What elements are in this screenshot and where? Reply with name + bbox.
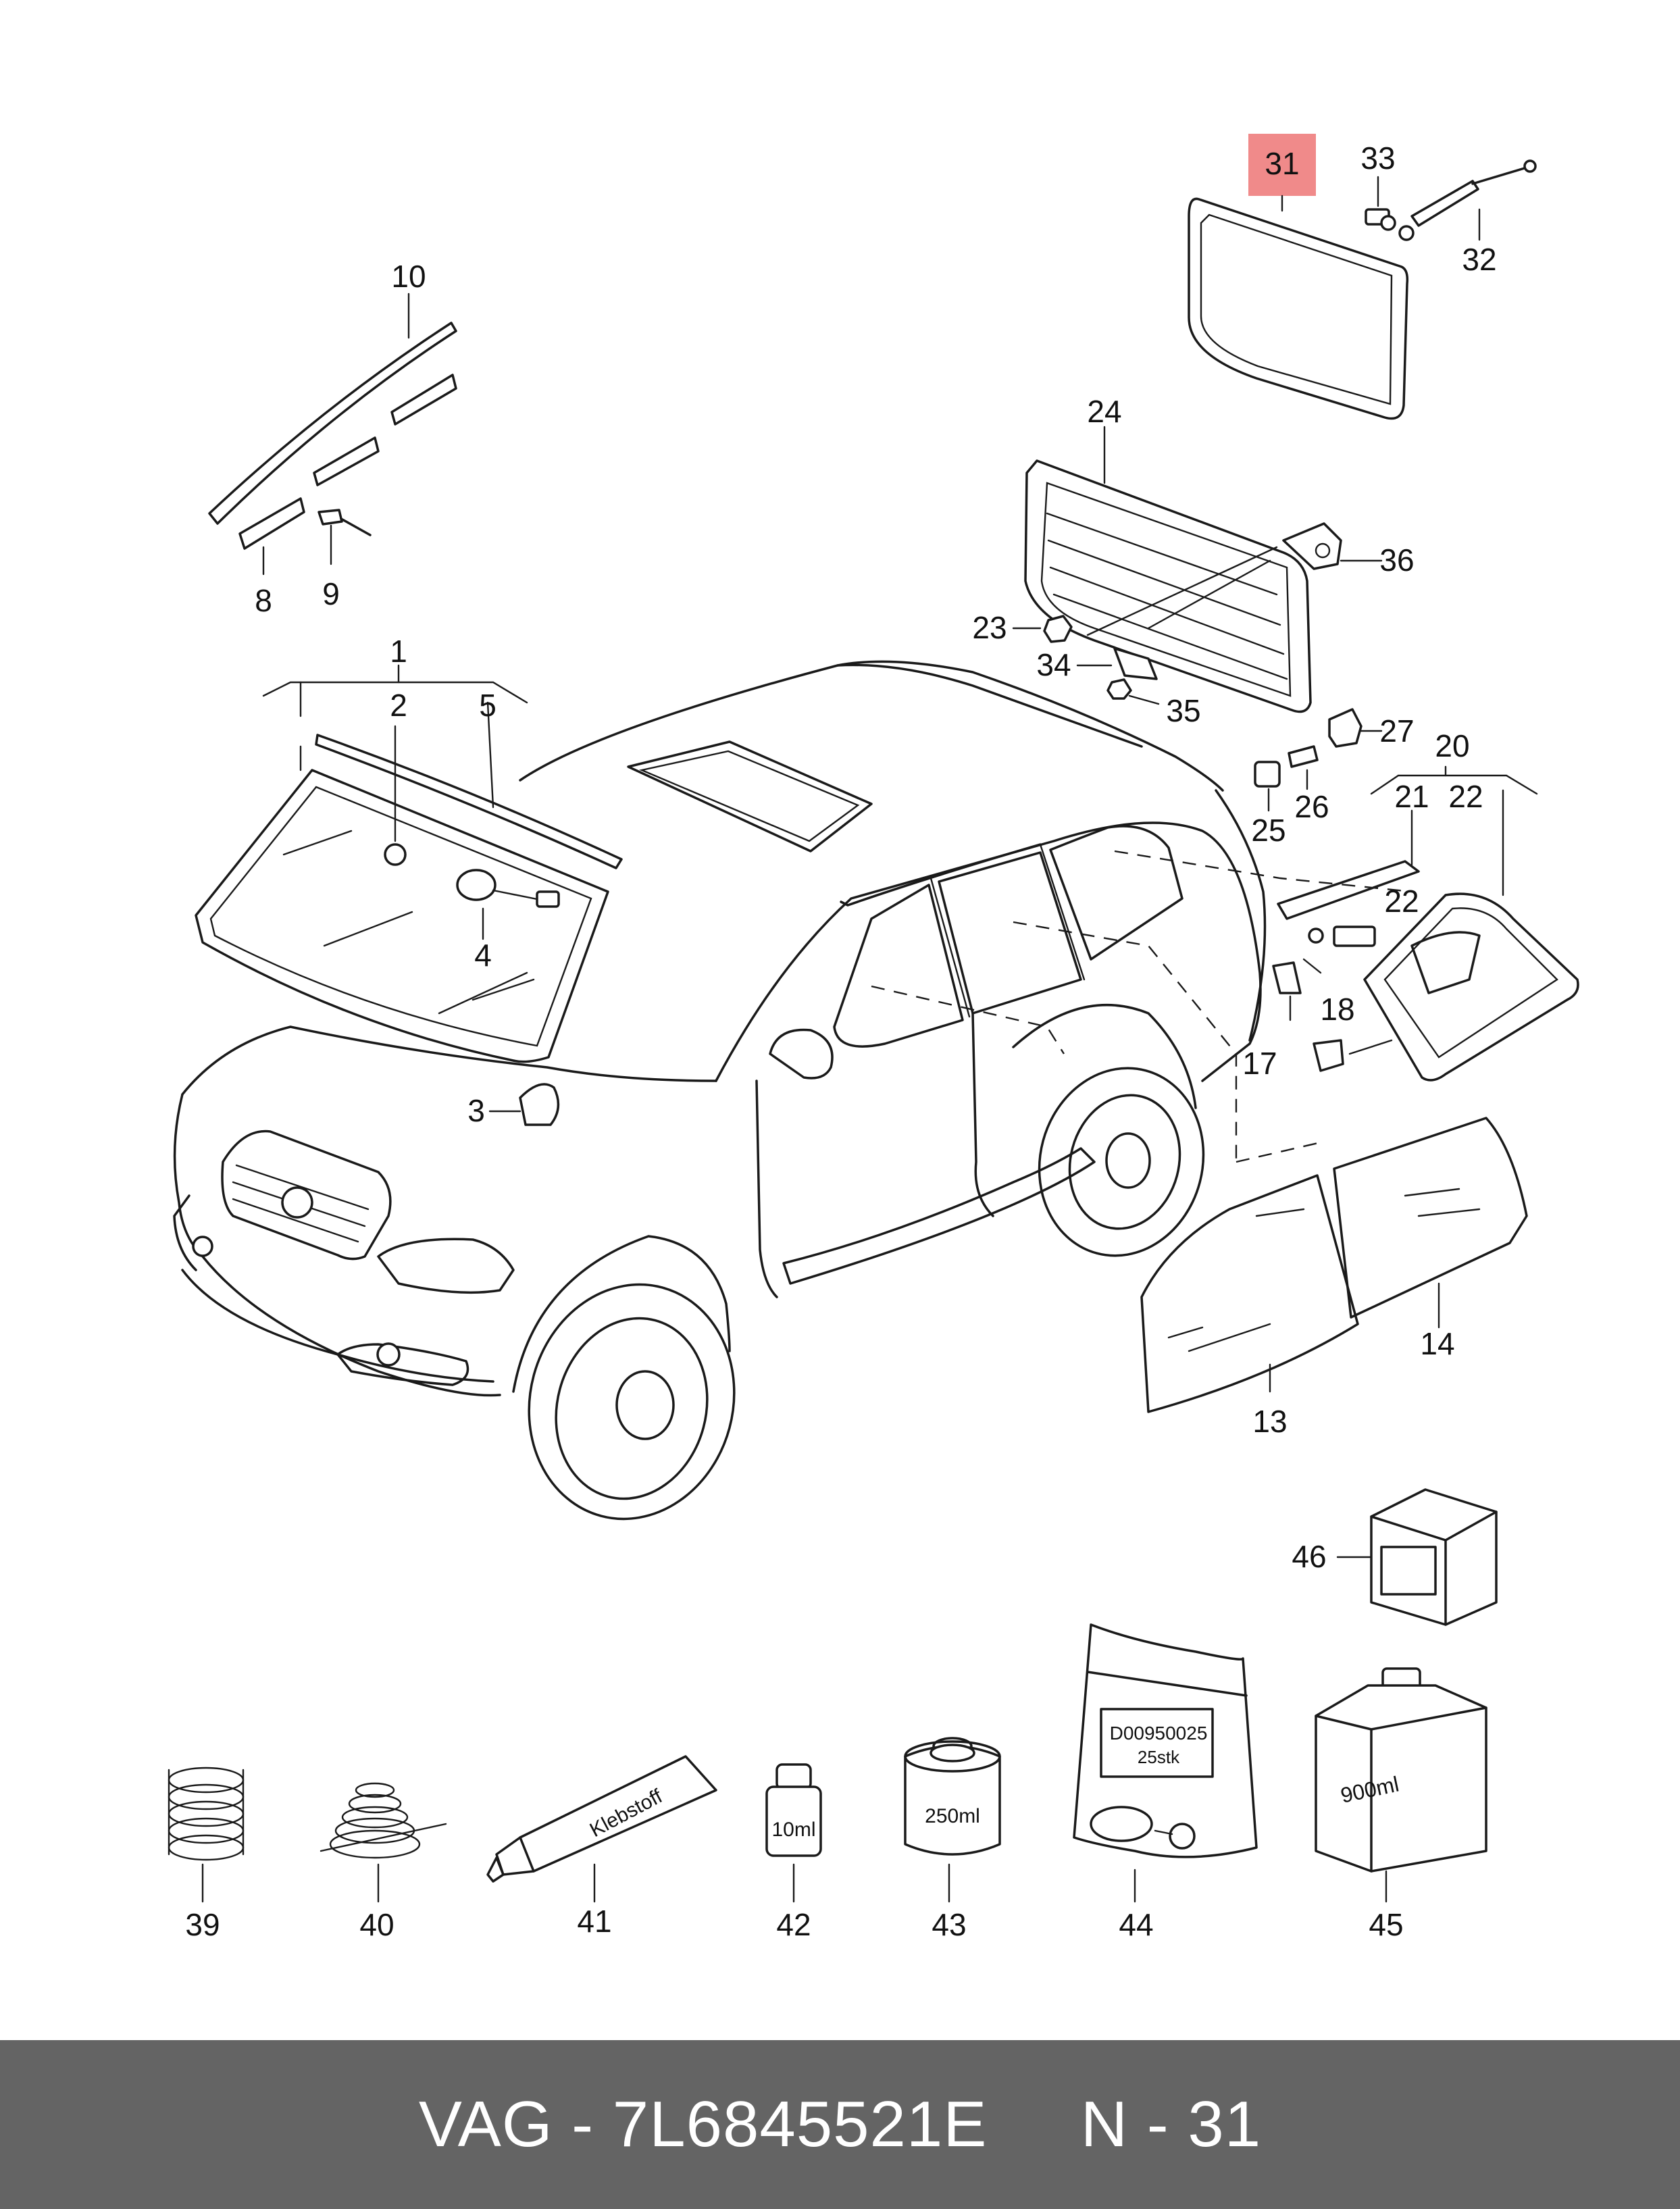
callout-13: 13 [1252,1404,1287,1439]
callout-40: 40 [359,1907,394,1942]
callout-18: 18 [1320,992,1354,1027]
callout-10: 10 [391,259,426,294]
callout-25: 25 [1251,813,1286,848]
callout-39: 39 [185,1907,220,1942]
callout-42: 42 [776,1907,811,1942]
callout-36: 36 [1379,542,1414,578]
clip-34 [1076,647,1158,680]
footer-gap [987,2087,1080,2162]
can-43: 250ml [904,1737,1001,1903]
rear-window-glass [1188,197,1409,420]
callout-2: 2 [390,688,407,723]
quarter-glass [1272,860,1579,1082]
callout-34: 34 [1036,647,1071,682]
callout-9: 9 [322,576,340,611]
callout-44: 44 [1119,1907,1153,1942]
callout-24: 24 [1087,394,1121,429]
callout-41: 41 [577,1904,611,1939]
fitting-25-27 [1254,708,1383,812]
part-number-footer: VAG - 7L6845521E N - 31 [0,2040,1680,2209]
vehicle-body [173,660,1412,1521]
roof-trim-strip [208,293,457,576]
bottle-42-label: 10ml [771,1819,815,1841]
parts-diagram: Klebstoff 10ml 250ml D00950025 25stk 900… [168,134,1579,1942]
callout-26: 26 [1294,789,1329,824]
door-glasses [1140,1117,1528,1413]
callout-1: 1 [390,634,407,669]
callout-35: 35 [1166,693,1200,728]
callout-22-a: 22 [1448,779,1483,814]
nut-35 [1106,678,1160,705]
gas-strut [1398,159,1537,241]
callout-22-b: 22 [1384,884,1419,919]
callout-8: 8 [255,583,272,618]
box-46 [1336,1488,1498,1626]
callout-32: 32 [1462,242,1496,277]
callout-31: 31 [1265,146,1299,181]
callout-23: 23 [972,610,1007,645]
nut-23 [1012,615,1073,643]
position-label: N - 31 [1080,2088,1262,2160]
callout-21: 21 [1394,779,1429,814]
rear-grille-panel [1024,426,1342,713]
jug-45: 900ml [1315,1667,1487,1903]
bottle-42: 10ml [765,1763,822,1903]
callout-17: 17 [1242,1046,1277,1081]
callout-5: 5 [479,688,497,723]
bracket-3 [488,1083,560,1126]
bag-44-label-1: D00950025 [1110,1723,1208,1744]
ball-pin [1365,176,1396,231]
callout-3: 3 [467,1093,485,1128]
sealing-coil-40 [320,1782,447,1903]
callout-20: 20 [1435,728,1469,763]
highlight-box-31 [1248,134,1316,196]
bag-44: D00950025 25stk [1073,1623,1258,1903]
adhesive-tube-41: Klebstoff [486,1755,717,1903]
can-43-label: 250ml [925,1805,980,1827]
callout-46: 46 [1292,1539,1326,1574]
sealing-cord-39 [168,1767,245,1903]
bag-44-label-2: 25stk [1138,1747,1180,1767]
part-number-label: VAG - 7L6845521E [418,2088,988,2160]
rain-sensor-4 [456,869,560,940]
callout-27: 27 [1379,713,1414,748]
callout-43: 43 [932,1907,966,1942]
callout-45: 45 [1369,1907,1403,1942]
callout-4: 4 [474,938,492,973]
callout-14: 14 [1420,1326,1454,1361]
callout-33: 33 [1360,141,1395,176]
